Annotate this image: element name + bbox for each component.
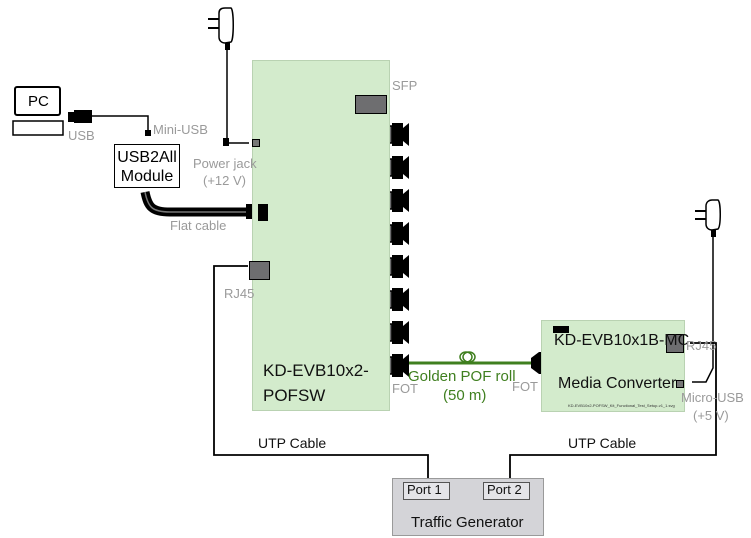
traffic-generator-port2[interactable]: Port 2 [483,482,530,500]
micro-usb-label-line1: Micro-USB [681,390,744,405]
traffic-generator: Port 1 Port 2 Traffic Generator [392,478,544,536]
sfp-label: SFP [392,78,418,93]
rj45-port[interactable] [249,261,270,280]
usb2all-module: USB2All Module [114,144,180,188]
rj45-label-mc: RJ45 [686,338,717,353]
mc-micro-usb-port[interactable] [676,380,684,388]
fiber-roll-icon [459,351,476,363]
media-converter-board: KD-EVB10x1B-MC Media Converter KD-EVB10x… [541,320,689,412]
main-board: KD-EVB10x2- POFSW [249,60,390,411]
usb2all-line1: USB2All [117,149,177,166]
power-jack[interactable] [252,139,260,147]
mini-usb-label: Mini-USB [153,122,208,137]
mc-subtitle: Media Converter [558,375,677,392]
power-adapter-icon [695,199,721,237]
fot-label-mc: FOT [512,379,538,394]
traffic-generator-name: Traffic Generator [411,514,524,531]
rj45-label-board: RJ45 [224,286,255,301]
pof-roll-label-line2: (50 m) [443,387,487,404]
fot-label-board: FOT [392,381,418,396]
board-flat-cable-header [258,204,268,221]
board-name-line2: POFSW [263,386,326,405]
mc-rj45-port[interactable] [666,334,684,353]
file-caption: KD-EVB10x2-POFSW_Kit_Functional_Test_Set… [568,403,675,408]
power-jack-label-line1: Power jack [193,156,257,171]
board-name-line1: KD-EVB10x2- [263,361,369,380]
usb-plug-icon [68,110,92,123]
pc-label: PC [28,93,49,110]
pc-icon [12,86,64,136]
mc-header-connector [553,326,569,333]
usb2all-line2: Module [120,168,174,185]
usb-label: USB [68,128,95,143]
sfp-port[interactable] [355,95,387,114]
mc-name: KD-EVB10x1B-MC [554,332,690,349]
micro-usb-label-line2: (+5 V) [693,408,729,423]
pof-roll-label-line1: Golden POF roll [408,368,516,385]
utp-cable-label-right: UTP Cable [568,435,637,451]
utp-cable-label-left: UTP Cable [258,435,327,451]
power-adapter-icon [208,7,234,50]
power-jack-label-line2: (+12 V) [203,173,246,188]
flat-cable-label: Flat cable [170,218,227,233]
traffic-generator-port1[interactable]: Port 1 [403,482,450,500]
